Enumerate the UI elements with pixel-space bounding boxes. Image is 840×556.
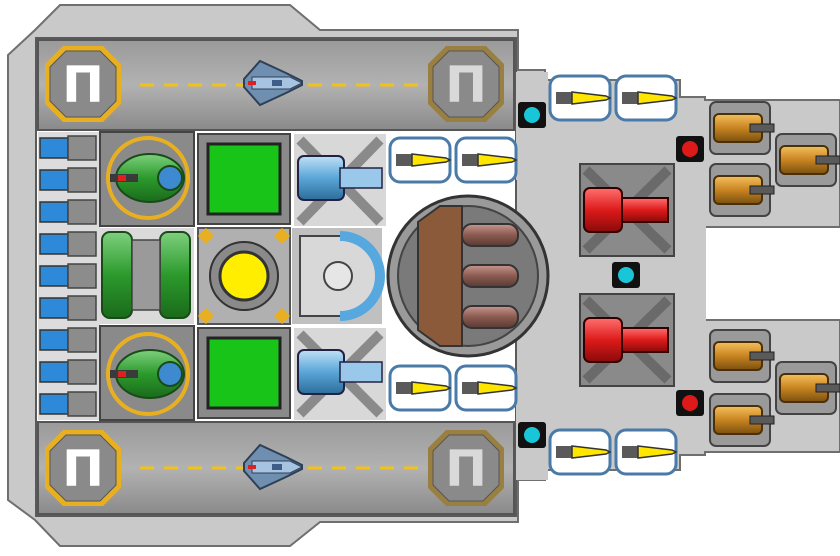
orange-gun-icon[interactable] bbox=[709, 393, 775, 447]
shield-generator-bottom[interactable] bbox=[197, 327, 291, 419]
thruster-icon[interactable] bbox=[39, 199, 97, 225]
landing-pad-icon[interactable]: Π bbox=[428, 430, 504, 506]
fighter-ship-icon[interactable] bbox=[243, 443, 304, 491]
thruster-icon[interactable] bbox=[39, 391, 97, 417]
thruster-icon[interactable] bbox=[39, 231, 97, 257]
landing-pad-icon[interactable]: Π bbox=[428, 46, 504, 122]
hangar-bottom[interactable]: Π Π bbox=[37, 421, 515, 515]
orange-gun-icon[interactable] bbox=[775, 361, 840, 415]
missile-pod-icon[interactable] bbox=[294, 134, 386, 226]
railgun-icon[interactable] bbox=[548, 74, 612, 122]
orange-gun-icon[interactable] bbox=[775, 133, 840, 187]
laser-turret-icon[interactable] bbox=[579, 293, 675, 387]
landing-pad-icon[interactable]: Π bbox=[45, 46, 121, 122]
landing-pad-icon[interactable]: Π bbox=[45, 430, 121, 506]
thruster-icon[interactable] bbox=[39, 167, 97, 193]
railgun-icon[interactable] bbox=[454, 364, 518, 412]
power-node-icon[interactable] bbox=[612, 262, 640, 288]
power-node-red-icon[interactable] bbox=[676, 136, 704, 162]
thruster-icon[interactable] bbox=[39, 359, 97, 385]
railgun-icon[interactable] bbox=[388, 364, 452, 412]
power-node-red-icon[interactable] bbox=[676, 390, 704, 416]
green-turret-bottom[interactable] bbox=[99, 325, 195, 421]
orange-gun-icon[interactable] bbox=[709, 101, 775, 155]
railgun-icon[interactable] bbox=[388, 136, 452, 184]
green-engine[interactable] bbox=[100, 228, 194, 324]
orange-gun-icon[interactable] bbox=[709, 163, 775, 217]
thruster-icon[interactable] bbox=[39, 295, 97, 321]
railgun-icon[interactable] bbox=[614, 428, 678, 476]
railgun-icon[interactable] bbox=[614, 74, 678, 122]
landing-pad-glyph: Π bbox=[445, 440, 487, 498]
thruster-icon[interactable] bbox=[39, 263, 97, 289]
missile-pod-icon[interactable] bbox=[294, 328, 386, 420]
railgun-icon[interactable] bbox=[454, 136, 518, 184]
shield-generator-top[interactable] bbox=[197, 133, 291, 225]
green-turret-top[interactable] bbox=[99, 131, 195, 227]
main-cannon-icon[interactable] bbox=[386, 194, 550, 358]
railgun-icon[interactable] bbox=[548, 428, 612, 476]
reactor-core-icon[interactable] bbox=[197, 227, 291, 325]
power-node-icon[interactable] bbox=[518, 422, 546, 448]
landing-pad-glyph: Π bbox=[445, 56, 487, 114]
shield-dome-icon[interactable] bbox=[292, 228, 385, 324]
hangar-top[interactable]: Π Π bbox=[37, 39, 515, 131]
power-node-icon[interactable] bbox=[518, 102, 546, 128]
landing-pad-glyph: Π bbox=[62, 440, 104, 498]
laser-turret-icon[interactable] bbox=[579, 163, 675, 257]
thruster-icon[interactable] bbox=[39, 135, 97, 161]
thruster-icon[interactable] bbox=[39, 327, 97, 353]
fighter-ship-icon[interactable] bbox=[243, 59, 304, 107]
orange-gun-icon[interactable] bbox=[709, 329, 775, 383]
landing-pad-glyph: Π bbox=[62, 56, 104, 114]
thruster-bank bbox=[38, 132, 100, 420]
